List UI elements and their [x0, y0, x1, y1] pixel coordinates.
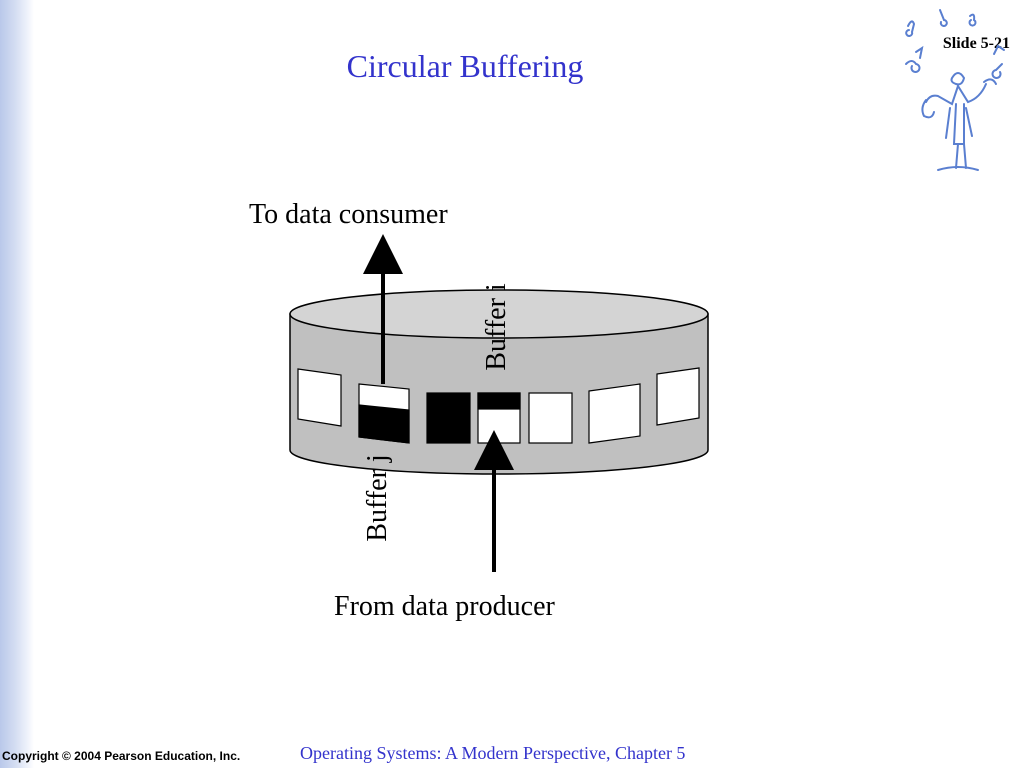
buffer-slot-full — [426, 392, 471, 444]
consumer-label: To data consumer — [249, 199, 448, 230]
slide-number: Slide 5-21 — [942, 35, 1010, 52]
buffer-slot-i-fill — [477, 392, 521, 410]
music-conductor-logo-icon — [905, 9, 1005, 171]
footer-course-title: Operating Systems: A Modern Perspective,… — [300, 743, 686, 763]
buffer-slot-5 — [528, 392, 573, 444]
sidebar-gradient — [0, 0, 34, 768]
buffer-j-label: Buffer j — [362, 454, 393, 542]
buffer-slot-6 — [588, 383, 641, 444]
producer-label: From data producer — [334, 591, 555, 622]
buffer-slots — [297, 367, 700, 444]
buffer-slot-7 — [656, 367, 700, 426]
footer-copyright: Copyright © 2004 Pearson Education, Inc. — [2, 749, 241, 763]
buffer-slot-j-fill — [358, 404, 410, 444]
buffer-i-label: Buffer i — [481, 283, 512, 371]
buffer-slot-1 — [297, 368, 342, 427]
slide-title: Circular Buffering — [346, 48, 584, 84]
